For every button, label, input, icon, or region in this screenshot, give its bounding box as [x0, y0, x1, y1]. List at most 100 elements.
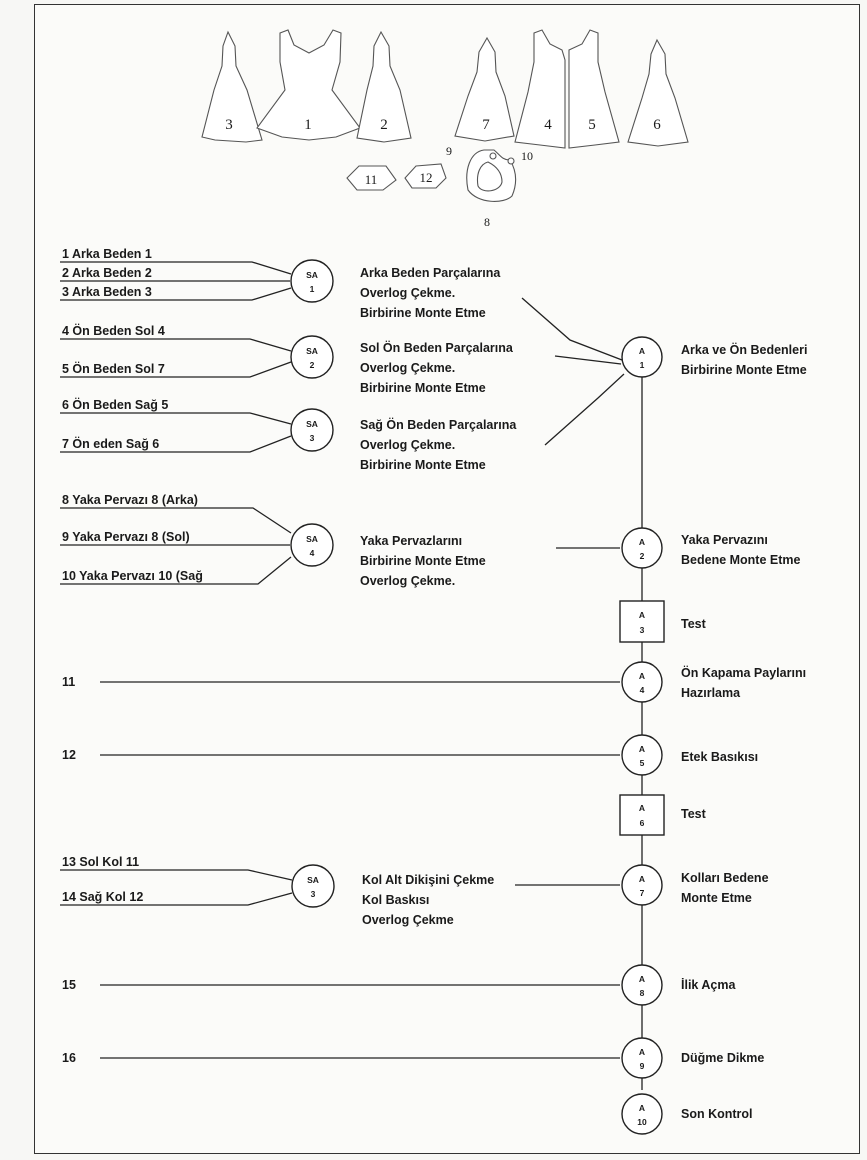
node-sa-2-number: 2 — [310, 360, 315, 370]
input-line-6 — [60, 412, 292, 425]
node-a-2-prefix: A — [639, 537, 645, 547]
input-line-4 — [60, 338, 292, 352]
piece-label-9: 9 — [446, 144, 452, 158]
op-a2-line-2: Bedene Monte Etme — [681, 553, 801, 567]
node-sa-3-prefix: SA — [306, 419, 318, 429]
op-a2-line-1: Yaka Pervazını — [681, 533, 768, 547]
input-label-8: 8 Yaka Pervazı 8 (Arka) — [62, 493, 198, 507]
node-sa-4-number: 4 — [310, 548, 315, 558]
node-sa-2-prefix: SA — [306, 346, 318, 356]
op-a7-line-1: Kolları Bedene — [681, 871, 769, 885]
node-a-7-prefix: A — [639, 874, 645, 884]
node-sa-4: SA 4 — [290, 523, 334, 567]
op-a7-line-2: Monte Etme — [681, 891, 752, 905]
node-a-2: A 2 — [621, 527, 663, 569]
piece-label-7: 7 — [482, 117, 490, 133]
op-sa3-line-3: Birbirine Monte Etme — [360, 458, 486, 472]
node-a-8-number: 8 — [640, 988, 645, 998]
node-sa-1: SA 1 — [290, 259, 334, 303]
op-sa1-line-2: Overlog Çekme. — [360, 286, 455, 300]
node-a-9: A 9 — [621, 1037, 663, 1079]
input-label-5: 5 Ön Beden Sol 7 — [62, 361, 165, 376]
pattern-piece-6 — [627, 38, 689, 147]
node-sa-1-number: 1 — [310, 284, 315, 294]
pattern-piece-11 — [346, 165, 397, 191]
sa3-to-a1-line — [544, 373, 625, 446]
node-sa-3-sleeves-number: 3 — [311, 889, 316, 899]
input-label-9: 9 Yaka Pervazı 8 (Sol) — [62, 530, 190, 544]
node-a-1-prefix: A — [639, 346, 645, 356]
input-label-13: 13 Sol Kol 11 — [62, 855, 139, 869]
node-a-1: A 1 — [621, 336, 663, 378]
node-a-6: A 6 — [619, 794, 665, 836]
node-sa-3-number: 3 — [310, 433, 315, 443]
process-nodes: SA 1 SA 2 SA 3 SA 4 A 1 A — [290, 259, 665, 1135]
op-a1-line-2: Birbirine Monte Etme — [681, 363, 807, 377]
sa2-to-a1-line — [554, 355, 622, 365]
node-a-4: A 4 — [621, 661, 663, 703]
op-sa2-line-2: Overlog Çekme. — [360, 361, 455, 375]
node-a-6-prefix: A — [639, 803, 645, 813]
input-line-3 — [60, 287, 292, 301]
pattern-piece-10-marker — [507, 157, 515, 165]
node-a-3-number: 3 — [640, 625, 645, 635]
piece-label-10: 10 — [521, 149, 533, 163]
node-a-10-prefix: A — [639, 1103, 645, 1113]
piece-label-8: 8 — [484, 215, 490, 229]
pattern-piece-9-marker — [489, 152, 497, 160]
node-a-8-prefix: A — [639, 974, 645, 984]
node-sa-1-prefix: SA — [306, 270, 318, 280]
input-line-14 — [60, 892, 293, 906]
input-labels: 1 Arka Beden 1 2 Arka Beden 2 3 Arka Bed… — [62, 247, 203, 1065]
op-a5-line-1: Etek Basıkısı — [681, 750, 758, 764]
op-a8-line-1: İlik Açma — [681, 977, 736, 992]
node-a-4-number: 4 — [640, 685, 645, 695]
pattern-pieces-illustration: 3 1 2 7 4 5 6 11 12 9 10 8 — [201, 29, 689, 229]
node-a-5-number: 5 — [640, 758, 645, 768]
op-sa4-line-2: Birbirine Monte Etme — [360, 554, 486, 568]
piece-label-5: 5 — [588, 117, 596, 133]
op-a10-line-1: Son Kontrol — [681, 1107, 753, 1121]
input-label-4: 4 Ön Beden Sol 4 — [62, 323, 165, 338]
input-label-3: 3 Arka Beden 3 — [62, 285, 152, 299]
op-a4-line-1: Ön Kapama Paylarını — [681, 665, 806, 680]
input-label-2: 2 Arka Beden 2 — [62, 266, 152, 280]
node-a-7: A 7 — [621, 864, 663, 906]
pattern-piece-1 — [256, 29, 361, 141]
op-sa3-line-1: Sağ Ön Beden Parçalarına — [360, 417, 517, 432]
node-sa-3: SA 3 — [290, 408, 334, 452]
node-a-10-number: 10 — [637, 1117, 647, 1127]
node-a-8: A 8 — [621, 964, 663, 1006]
pattern-piece-7 — [454, 36, 515, 142]
input-line-1 — [60, 261, 292, 275]
op-a3-line-1: Test — [681, 617, 707, 631]
input-label-6: 6 Ön Beden Sağ 5 — [62, 397, 168, 412]
connector-lines — [60, 261, 643, 1090]
op-sa3b-line-3: Overlog Çekme — [362, 913, 454, 927]
input-line-8 — [60, 507, 292, 534]
node-a-2-number: 2 — [640, 551, 645, 561]
op-a9-line-1: Düğme Dikme — [681, 1051, 764, 1065]
sa1-to-a1-line — [521, 297, 623, 361]
pattern-piece-12 — [404, 163, 447, 189]
input-label-15: 15 — [62, 978, 76, 992]
diagram-frame — [34, 4, 860, 1154]
node-a-3: A 3 — [619, 600, 665, 643]
node-a-3-prefix: A — [639, 610, 645, 620]
node-a-9-number: 9 — [640, 1061, 645, 1071]
op-sa4-line-1: Yaka Pervazlarını — [360, 534, 462, 548]
op-sa3b-line-2: Kol Baskısı — [362, 893, 429, 907]
piece-label-6: 6 — [653, 117, 661, 133]
node-a-4-prefix: A — [639, 671, 645, 681]
input-label-1: 1 Arka Beden 1 — [62, 247, 152, 261]
operation-labels: Arka Beden Parçalarına Overlog Çekme. Bi… — [360, 266, 807, 1121]
piece-label-12: 12 — [420, 170, 433, 185]
pattern-piece-2 — [356, 30, 412, 143]
piece-label-1: 1 — [304, 117, 312, 133]
input-line-10 — [60, 556, 292, 585]
op-sa4-line-3: Overlog Çekme. — [360, 574, 455, 588]
node-a-7-number: 7 — [640, 888, 645, 898]
input-label-11: 11 — [62, 675, 75, 689]
input-line-5 — [60, 361, 292, 378]
op-sa2-line-3: Birbirine Monte Etme — [360, 381, 486, 395]
